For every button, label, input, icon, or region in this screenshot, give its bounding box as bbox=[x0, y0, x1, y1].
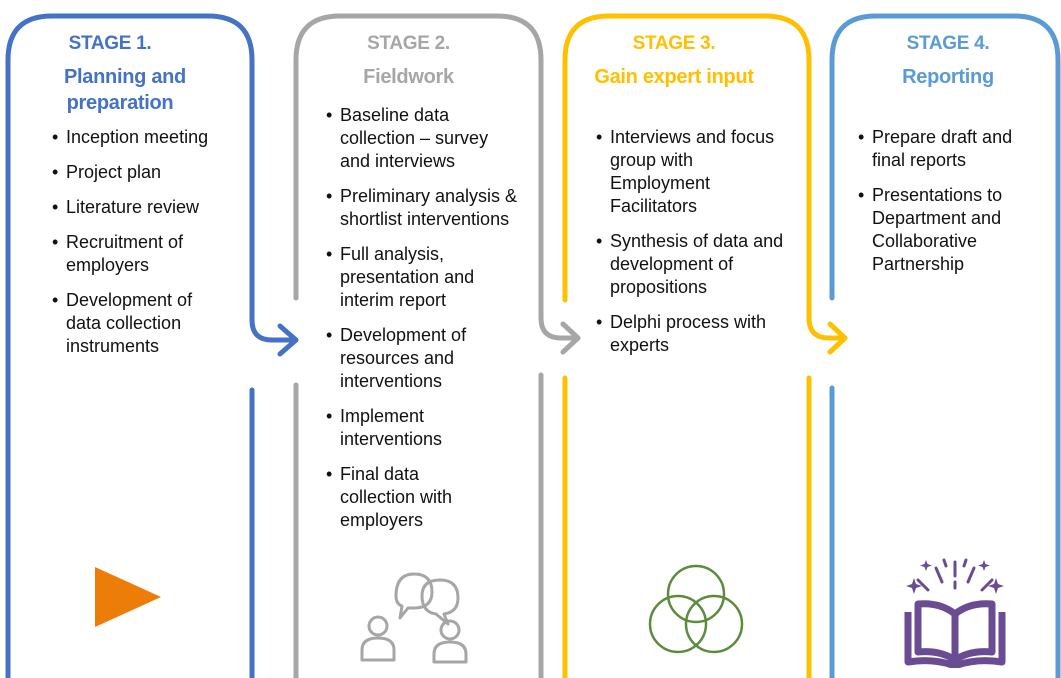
stage-1-title-line2: preparation bbox=[66, 92, 174, 114]
stage-2-frame-top bbox=[293, 13, 544, 303]
arrow-stage1-to-stage2 bbox=[249, 297, 299, 357]
stage-1-bullet: Project plan bbox=[52, 161, 242, 184]
stage-3-header: STAGE 3. Gain expert input bbox=[565, 32, 809, 90]
stage-1-bullet: Literature review bbox=[52, 196, 242, 219]
stage-4-frame bbox=[829, 13, 1061, 678]
stage-2-bullet: Development of resources and interventio… bbox=[326, 324, 510, 393]
stage-2-frame-bottom bbox=[293, 372, 544, 678]
stage-3-frame bbox=[562, 13, 812, 678]
arrow-stage2-to-stage3 bbox=[538, 297, 581, 355]
stage-2-bullet-list: Baseline data collection – survey and in… bbox=[326, 104, 531, 532]
stage-1-bullet: Inception meeting bbox=[52, 126, 242, 149]
play-icon bbox=[95, 567, 161, 627]
stage-1-bullet: Development of data collection instrumen… bbox=[52, 289, 216, 358]
stage-1-frame bbox=[5, 13, 255, 678]
stage-2-bullet: Full analysis, presentation and interim … bbox=[326, 243, 530, 312]
venn-icon bbox=[648, 564, 744, 654]
stage-1-frame-top bbox=[5, 13, 255, 678]
stage-2-bullet: Implement interventions bbox=[326, 405, 490, 451]
stage-4-frame-top bbox=[829, 13, 1061, 678]
stage-2-bullet: Preliminary analysis & shortlist interve… bbox=[326, 185, 530, 231]
stage-4-header: STAGE 4. Reporting bbox=[832, 32, 1058, 90]
stage-1-bullet: Recruitment of employers bbox=[52, 231, 216, 277]
stage-1-title-line1: Planning and bbox=[64, 66, 186, 88]
stage-2-bullet: Baseline data collection – survey and in… bbox=[326, 104, 515, 173]
stage-4-title: Reporting bbox=[902, 66, 994, 88]
stage-3-bullet: Interviews and focus group with Employme… bbox=[596, 126, 775, 218]
stage-3-frame-bottom bbox=[562, 375, 812, 678]
stage-4-bullet: Prepare draft and final reports bbox=[858, 126, 1042, 172]
open-book-icon bbox=[904, 558, 1006, 668]
stage-3-bullet-list: Interviews and focus group with Employme… bbox=[596, 126, 791, 357]
stage-2-bullet: Final data collection with employers bbox=[326, 463, 490, 532]
stage-4-bullet-list: Prepare draft and final reports Presenta… bbox=[858, 126, 1053, 276]
arrow-stage3-to-stage4 bbox=[806, 297, 848, 355]
stage-1-bullet-list: Inception meeting Project plan Literatur… bbox=[52, 126, 242, 358]
stage-3-label: STAGE 3. bbox=[632, 33, 716, 54]
stage-1-header: STAGE 1. Planning and preparation bbox=[8, 32, 252, 116]
stage-2-frame bbox=[293, 13, 544, 678]
stage-3-bullet: Synthesis of data and development of pro… bbox=[596, 230, 795, 299]
stage-1-label: STAGE 1. bbox=[68, 33, 152, 54]
stage-3-bullet: Delphi process with experts bbox=[596, 311, 780, 357]
stage-3-frame-top bbox=[562, 13, 812, 303]
stage-2-header: STAGE 2. Fieldwork bbox=[296, 32, 541, 90]
stage-3-title: Gain expert input bbox=[594, 66, 754, 88]
stage-4-bullet: Presentations to Department and Collabor… bbox=[858, 184, 1047, 276]
people-chat-icon bbox=[360, 572, 468, 664]
stage-4-label: STAGE 4. bbox=[906, 33, 990, 54]
stage-2-label: STAGE 2. bbox=[367, 33, 450, 54]
stage-2-title: Fieldwork bbox=[363, 66, 454, 88]
